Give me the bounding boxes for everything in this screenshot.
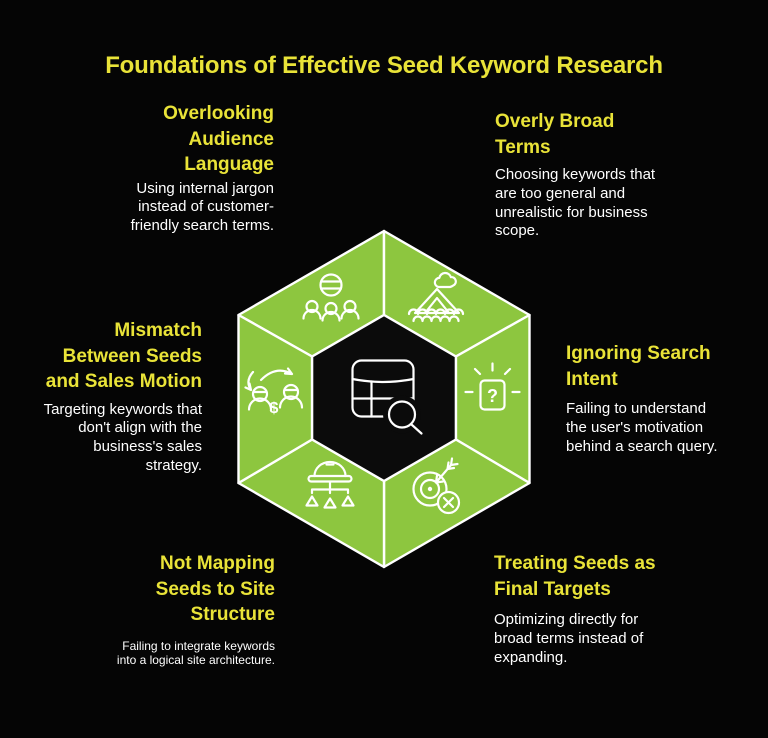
section-mid-right-heading: Ignoring Search Intent [566,343,711,390]
sales-exchange-icon: $ [244,367,304,417]
svg-text:?: ? [487,386,498,406]
section-mid-left-heading: Mismatch Between Seeds and Sales Motion [45,320,202,392]
section-top-left-body: Using internal jargon instead of custome… [130,179,274,235]
site-structure-icon [305,460,355,509]
section-top-right: Overly Broad Terms Choosing keywords tha… [495,109,725,241]
section-bottom-left: Not Mapping Seeds to Site Structure Fail… [45,551,275,668]
paper-boat-icon [407,271,465,323]
section-mid-right: Ignoring Search Intent Failing to unders… [566,341,768,456]
svg-text:$: $ [270,400,279,417]
section-top-left: Overlooking Audience Language Using inte… [44,101,274,236]
section-bottom-right-heading: Treating Seeds as Final Targets [494,553,656,600]
section-top-right-heading: Overly Broad Terms [495,111,615,158]
target-x-icon [412,457,461,515]
section-top-right-body: Choosing keywords that are too general a… [495,166,656,240]
section-mid-left-body: Targeting keywords that don't align with… [43,400,202,474]
table-search-icon [351,359,423,435]
section-bottom-right-body: Optimizing directly for broad terms inst… [494,611,644,666]
question-card-icon: ? [464,362,521,411]
section-mid-right-body: Failing to understand the user's motivat… [566,400,718,455]
audience-icon [302,273,360,322]
section-top-left-heading: Overlooking Audience Language [163,103,274,175]
page-title: Foundations of Effective Seed Keyword Re… [105,52,663,79]
section-mid-left: Mismatch Between Seeds and Sales Motion … [0,318,202,476]
section-bottom-left-body: Failing to integrate keywords into a log… [116,638,275,668]
section-bottom-left-heading: Not Mapping Seeds to Site Structure [155,553,275,625]
section-bottom-right: Treating Seeds as Final Targets Optimizi… [494,551,724,667]
